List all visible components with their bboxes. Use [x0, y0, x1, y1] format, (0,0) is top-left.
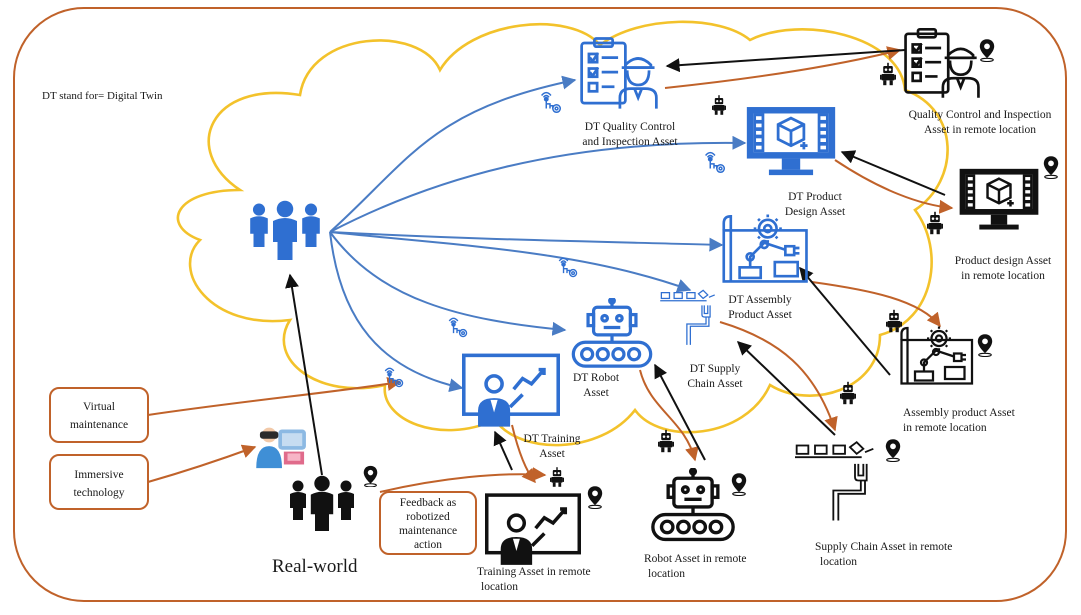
feedback-label: maintenance [399, 525, 457, 537]
gear-touch-icon [448, 317, 468, 338]
feedback-label: Feedback as [400, 497, 457, 509]
svg-text:in remote location: in remote location [961, 270, 1045, 282]
inspector-clipboard-icon [580, 36, 658, 111]
remote-training-label: Training Asset in remote location [477, 566, 591, 593]
dt-robot-label: DT Robot Asset [573, 372, 620, 399]
feedback-label: action [414, 539, 442, 551]
svg-text:DT Training: DT Training [524, 433, 581, 445]
group-of-people-icon [250, 200, 320, 260]
immersive-technology-label: Immersive [74, 469, 123, 481]
gear-touch-icon [704, 151, 726, 174]
feedback-box: Feedback as robotized maintenance action [379, 491, 477, 555]
robot-icon [840, 381, 856, 405]
robotic-arm-icon [900, 325, 974, 385]
svg-text:Quality Control and Inspection: Quality Control and Inspection [909, 109, 1052, 121]
svg-text:Product design Asset: Product design Asset [955, 255, 1052, 267]
presentation-board-icon [485, 493, 581, 567]
gear-touch-icon [558, 257, 578, 278]
location-pin-icon [885, 438, 901, 462]
robot-icon [880, 62, 896, 86]
real-world-label: Real-world [272, 556, 358, 577]
robot-conveyor-icon [571, 298, 653, 368]
blue-arrows [329, 75, 747, 393]
gear-touch-icon [540, 91, 562, 114]
svg-text:DT Assembly: DT Assembly [728, 294, 792, 306]
svg-text:Asset: Asset [539, 448, 565, 460]
immersive-technology-box: Immersive technology [49, 454, 149, 510]
svg-text:Asset in remote location: Asset in remote location [924, 124, 1036, 136]
location-pin-icon [731, 472, 747, 496]
robot-icon [658, 429, 674, 453]
location-pin-icon [1043, 155, 1059, 179]
svg-text:and Inspection Asset: and Inspection Asset [582, 136, 678, 148]
svg-text:Design Asset: Design Asset [785, 206, 846, 218]
svg-text:location: location [648, 568, 685, 580]
remote-robot-label: Robot Asset in remote location [644, 553, 747, 580]
black-arrows [285, 49, 946, 476]
robot-icon [712, 95, 726, 115]
robotic-arm-icon [722, 213, 808, 283]
location-pin-icon [587, 485, 603, 509]
conveyor-belt-icon [660, 289, 716, 346]
real-world-people-icon [290, 475, 354, 531]
svg-text:in remote location: in remote location [903, 422, 987, 434]
svg-text:Supply Chain Asset in remote: Supply Chain Asset in remote [815, 541, 952, 553]
vr-headset-icon [256, 427, 306, 469]
dt-assembly-label: DT Assembly Product Asset [728, 294, 792, 321]
digital-twin-note: DT stand for= Digital Twin [42, 90, 163, 102]
robot-conveyor-icon [651, 468, 735, 542]
svg-text:DT Product: DT Product [788, 191, 843, 203]
monitor-cube-icon [958, 167, 1040, 232]
svg-text:Assembly product Asset: Assembly product Asset [903, 407, 1016, 419]
dt-supply-chain-label: DT Supply Chain Asset [687, 363, 743, 390]
digital-twin-cloud [176, 20, 949, 447]
robot-icon [927, 211, 943, 235]
svg-text:DT Quality Control: DT Quality Control [585, 121, 676, 133]
feedback-label: robotized [406, 511, 450, 523]
svg-text:Product Asset: Product Asset [728, 309, 792, 321]
virtual-maintenance-label: Virtual [83, 401, 115, 413]
svg-text:DT Supply: DT Supply [690, 363, 741, 375]
remote-assembly-label: Assembly product Asset in remote locatio… [903, 407, 1016, 434]
location-pin-icon [979, 38, 995, 62]
dt-quality-label: DT Quality Control and Inspection Asset [582, 121, 678, 148]
immersive-technology-label: technology [73, 487, 124, 499]
remote-product-design-label: Product design Asset in remote location [955, 255, 1052, 282]
monitor-cube-icon [745, 105, 837, 177]
svg-text:Robot Asset in remote: Robot Asset in remote [644, 553, 747, 565]
presentation-board-icon [462, 353, 560, 429]
remote-supply-chain-label: Supply Chain Asset in remote location [815, 541, 952, 568]
conveyor-belt-icon [795, 441, 875, 522]
svg-text:location: location [481, 581, 518, 593]
dt-product-design-label: DT Product Design Asset [785, 191, 846, 218]
svg-text:location: location [820, 556, 857, 568]
virtual-maintenance-label: maintenance [70, 419, 128, 431]
robot-icon [550, 467, 564, 487]
location-pin-icon [363, 465, 378, 487]
dt-training-label: DT Training Asset [524, 433, 581, 460]
location-pin-icon [977, 333, 993, 357]
outer-frame [13, 7, 1067, 602]
svg-text:DT Robot: DT Robot [573, 372, 620, 384]
inspector-clipboard-icon [904, 27, 980, 100]
orange-arrows [147, 46, 954, 493]
svg-text:Training Asset in remote: Training Asset in remote [477, 566, 591, 578]
svg-text:Chain Asset: Chain Asset [687, 378, 743, 390]
svg-text:Asset: Asset [583, 387, 609, 399]
remote-quality-label: Quality Control and Inspection Asset in … [909, 109, 1052, 136]
virtual-maintenance-box: Virtual maintenance [49, 387, 149, 443]
